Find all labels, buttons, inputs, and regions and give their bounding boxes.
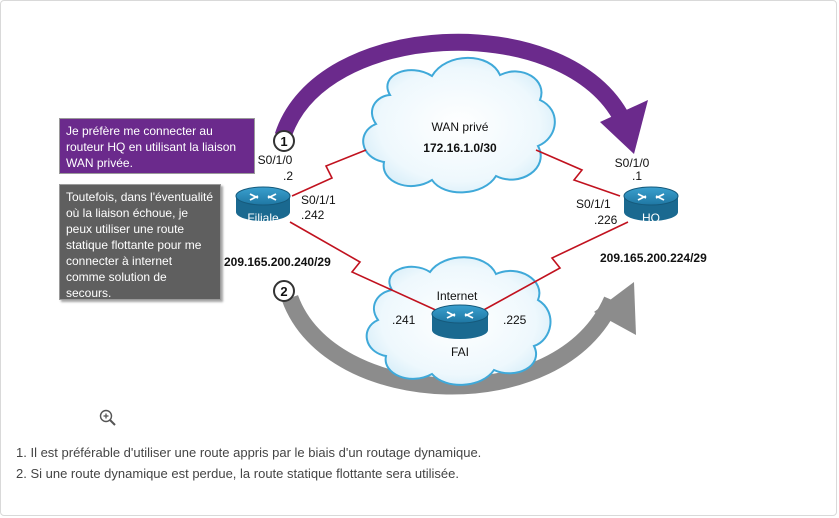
link-branch-isp [289, 221, 441, 313]
router-hq: HQ [623, 186, 679, 225]
branch-network: 209.165.200.240/29 [224, 255, 331, 269]
wan-cloud [362, 56, 556, 194]
router-icon [637, 193, 665, 201]
branch-if-right: S0/1/1 [301, 193, 336, 207]
hq-if-top-ip: .1 [632, 169, 642, 183]
hq-if-left: S0/1/1 [576, 197, 611, 211]
hq-if-top: S0/1/0 [615, 156, 650, 170]
marker-1: 1 [273, 130, 295, 152]
backup-route-arrow [282, 282, 636, 395]
branch-if-top-ip: .2 [283, 169, 293, 183]
isp-router-label: FAI [451, 345, 469, 359]
wan-cloud-label: WAN privé [432, 120, 489, 134]
link-branch-wan [291, 149, 367, 197]
marker-2: 2 [273, 280, 295, 302]
note-item: 1. Il est préférable d'utiliser une rout… [16, 445, 482, 460]
branch-router-name: Filiale [247, 211, 279, 225]
notes-list: 1. Il est préférable d'utiliser une rout… [16, 442, 481, 484]
callout-backup-route: Toutefois, dans l'éventualité où la liai… [59, 184, 221, 300]
internet-cloud-label: Internet [437, 289, 478, 303]
primary-route-arrow [274, 33, 648, 154]
link-isp-hq [479, 221, 629, 313]
wan-network: 172.16.1.0/30 [423, 141, 497, 155]
serial-links [289, 149, 629, 313]
marker-1-number: 1 [280, 134, 287, 149]
router-isp [431, 304, 489, 339]
hq-network: 209.165.200.224/29 [600, 251, 707, 265]
isp-right-ip: .225 [503, 313, 527, 327]
note-item: 2. Si une route dynamique est perdue, la… [16, 466, 459, 481]
branch-if-right-ip: .242 [301, 208, 325, 222]
isp-left-ip: .241 [392, 313, 416, 327]
link-wan-hq [535, 149, 621, 197]
zoom-in-icon[interactable] [98, 408, 118, 428]
router-icon [249, 193, 277, 201]
hq-router-name: HQ [642, 211, 660, 225]
branch-if-top: S0/1/0 [258, 153, 293, 167]
callout-preferred-route: Je préfère me connecter au routeur HQ en… [59, 118, 255, 174]
router-branch: Filiale [235, 186, 291, 225]
marker-2-number: 2 [280, 284, 287, 299]
hq-if-left-ip: .226 [594, 213, 618, 227]
router-icon [446, 311, 474, 319]
